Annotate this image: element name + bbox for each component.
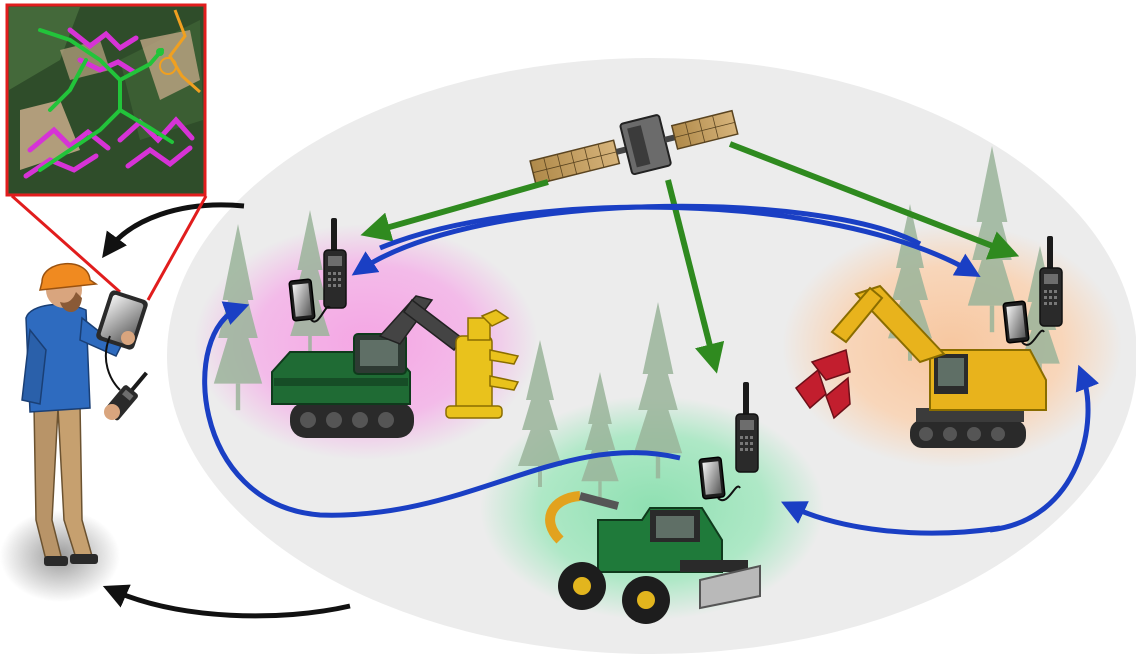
forester-icon — [0, 263, 148, 602]
mesh-link-top-return — [379, 204, 981, 277]
satellite-link-feller — [360, 179, 549, 242]
hard-hat-icon — [39, 263, 99, 291]
excavator-icon — [794, 284, 1047, 448]
mesh-link-right-loop — [989, 364, 1100, 533]
satellite-link-excavator — [728, 141, 1020, 260]
handheld-tablet-icon — [96, 290, 148, 350]
mesh-links — [202, 203, 1100, 536]
map-link-lower — [102, 584, 351, 619]
map-link-upper — [102, 202, 245, 259]
feller-buncher-tablet-icon — [288, 278, 316, 322]
feller-buncher-icon — [271, 295, 520, 438]
satellite-links — [360, 141, 1020, 374]
map-tracks-magenta — [23, 27, 195, 179]
map-track-orange — [168, 9, 201, 94]
skidder-icon — [545, 491, 761, 624]
satellite-icon — [529, 109, 739, 186]
satellite-link-skidder — [665, 179, 725, 374]
mesh-link-right-return — [780, 501, 1001, 536]
map-inset — [5, 3, 208, 301]
excavator-tablet-icon — [1002, 300, 1030, 344]
mesh-link-left-loop — [202, 301, 681, 518]
skidder-tablet-icon — [698, 456, 726, 500]
map-links — [102, 202, 351, 619]
